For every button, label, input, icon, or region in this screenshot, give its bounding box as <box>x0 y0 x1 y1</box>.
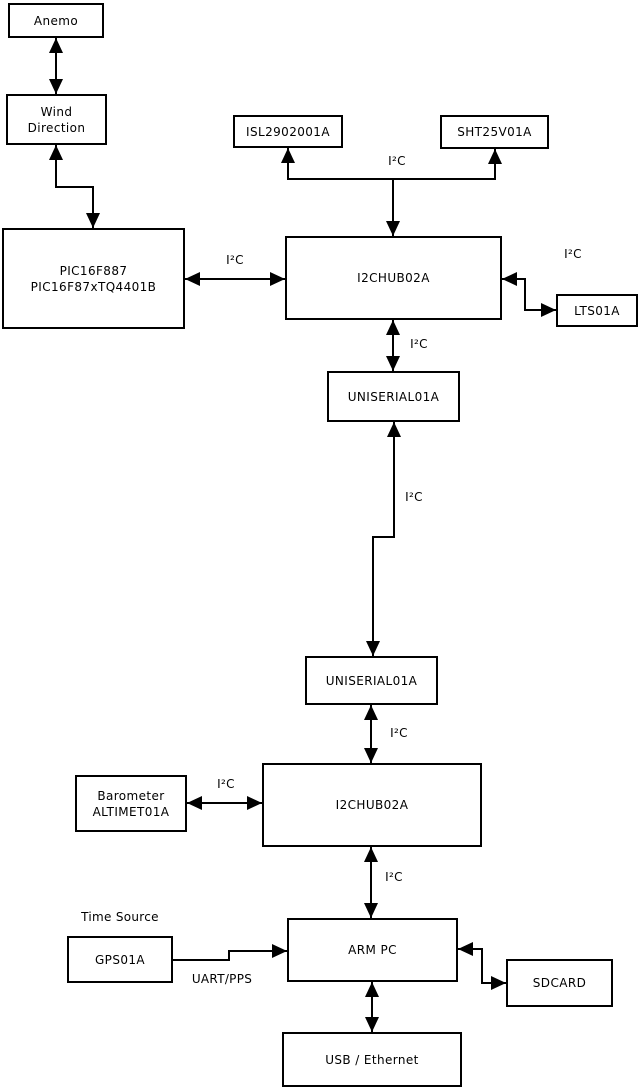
bus-label-i2c-uniserial-link: I²C <box>405 490 423 504</box>
node-sht-humidity-sensor: SHT25V01A <box>440 115 549 149</box>
node-gps: GPS01A <box>67 936 173 983</box>
node-i2c-hub-upper: I2CHUB02A <box>285 236 502 320</box>
bus-label-i2c-barometer: I²C <box>217 777 235 791</box>
connector-anemo-winddirection <box>49 38 63 94</box>
node-sdcard: SDCARD <box>506 959 613 1007</box>
node-lts-sensor: LTS01A <box>556 294 638 327</box>
caption-time-source: Time Source <box>81 910 159 924</box>
connector-i2chub1-sensors-tee <box>281 148 502 236</box>
node-label: ARM PC <box>348 943 397 957</box>
node-label-line1: PIC16F887 <box>59 263 128 278</box>
bus-label-i2c-armpc: I²C <box>385 870 403 884</box>
bus-label-uart-pps: UART/PPS <box>191 972 253 986</box>
node-label: USB / Ethernet <box>325 1052 419 1067</box>
node-arm-pc: ARM PC <box>287 918 458 982</box>
node-label: I2CHUB02A <box>335 798 409 812</box>
bus-label-i2c-pic: I²C <box>226 253 244 267</box>
connector-i2chub1-uniserial1 <box>386 320 400 371</box>
node-uniserial-upper: UNISERIAL01A <box>327 371 460 422</box>
node-isl-light-sensor: ISL2902001A <box>233 115 343 148</box>
node-label-line2: ALTIMET01A <box>92 804 170 819</box>
node-label-line2: Direction <box>27 120 86 135</box>
connector-armpc-sdcard <box>458 942 506 990</box>
bus-label-i2c-lts: I²C <box>564 247 582 261</box>
connector-barometer-i2chub2 <box>187 796 262 810</box>
node-label: Anemo <box>33 13 79 28</box>
node-label: UNISERIAL01A <box>325 673 418 688</box>
node-label: LTS01A <box>574 303 620 318</box>
node-label: GPS01A <box>94 952 146 967</box>
node-label: SHT25V01A <box>457 125 532 139</box>
node-wind-direction: Wind Direction <box>6 94 107 145</box>
connector-i2chub1-lts <box>502 272 556 317</box>
node-label: I2CHUB02A <box>357 271 430 285</box>
connector-i2chub2-armpc <box>364 847 378 918</box>
node-barometer-altimeter: Barometer ALTIMET01A <box>75 775 187 832</box>
node-usb-ethernet: USB / Ethernet <box>282 1032 462 1087</box>
node-label: UNISERIAL01A <box>347 389 440 404</box>
connector-pic-i2chub1 <box>185 272 285 286</box>
node-i2c-hub-lower: I2CHUB02A <box>262 763 482 847</box>
node-anemometer: Anemo <box>8 3 104 38</box>
node-uniserial-lower: UNISERIAL01A <box>305 656 438 705</box>
connector-uniserial1-uniserial2 <box>366 422 401 656</box>
node-label-line1: Wind <box>40 104 73 119</box>
bus-label-i2c-sensors: I²C <box>388 154 406 168</box>
node-label: SDCARD <box>532 976 587 990</box>
connector-winddirection-pic <box>49 145 100 228</box>
connector-gps-armpc <box>173 944 287 961</box>
connector-uniserial2-i2chub2 <box>364 705 378 763</box>
node-pic-microcontroller: PIC16F887 PIC16F87xTQ4401B <box>2 228 185 329</box>
node-label: ISL2902001A <box>246 124 330 139</box>
node-label-line2: PIC16F87xTQ4401B <box>30 279 157 294</box>
bus-label-i2c-uniserial-upper: I²C <box>410 337 428 351</box>
connector-armpc-usb <box>365 982 379 1032</box>
node-label-line1: Barometer <box>97 788 165 803</box>
bus-label-i2c-uniserial-lower: I²C <box>390 726 408 740</box>
